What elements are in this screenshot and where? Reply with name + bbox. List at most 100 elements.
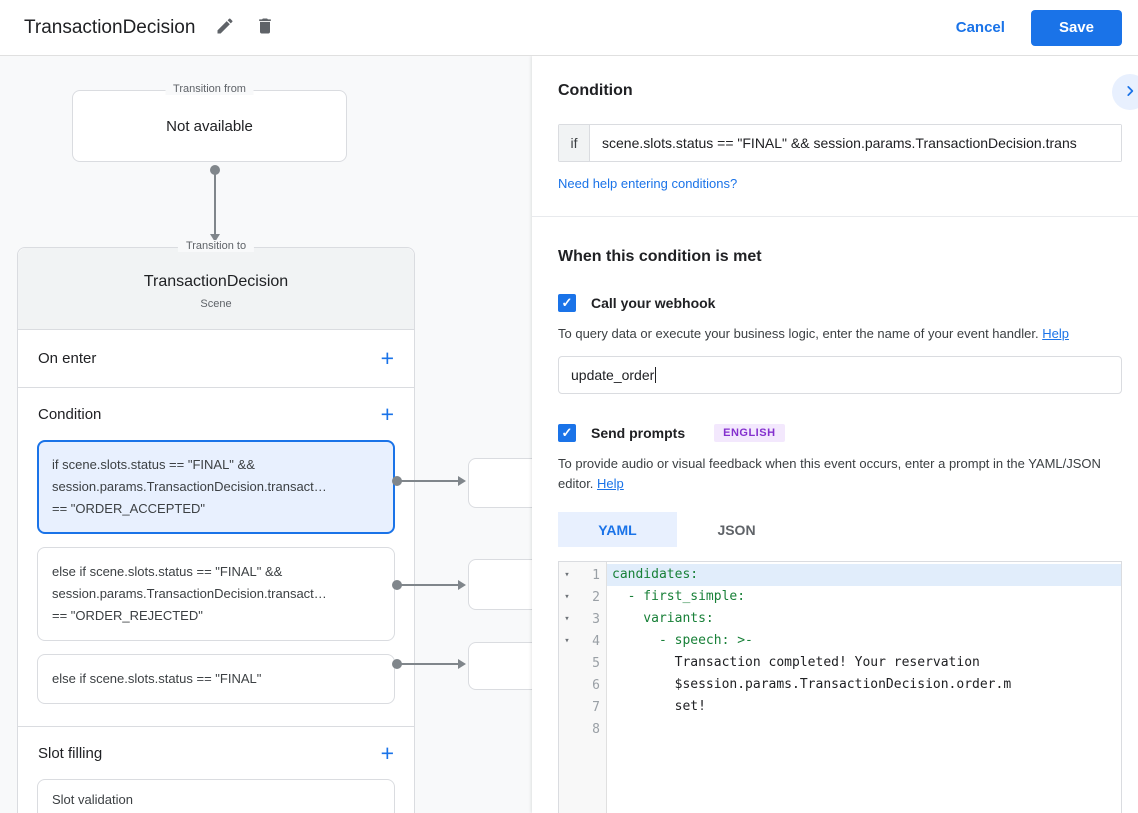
save-button[interactable]: Save <box>1030 9 1122 46</box>
code-line[interactable]: Transaction completed! Your reservation <box>612 655 980 670</box>
pencil-icon <box>215 16 235 39</box>
on-enter-label: On enter <box>38 350 97 367</box>
line-number: 2 <box>592 589 600 605</box>
event-handler-value: update_order <box>571 367 655 383</box>
transition-target-box-2[interactable] <box>468 559 532 610</box>
chevron-right-icon <box>1123 84 1137 101</box>
scene-type: Scene <box>200 298 232 310</box>
check-icon: ✓ <box>561 425 573 440</box>
fold-toggle-icon[interactable]: ▾ <box>564 591 570 602</box>
section-divider <box>18 726 414 727</box>
transition-target-box-1[interactable] <box>468 458 532 508</box>
on-enter-row: On enter + <box>18 330 414 388</box>
cancel-button[interactable]: Cancel <box>955 19 1005 36</box>
condition-cards: if scene.slots.status == "FINAL" && sess… <box>18 440 414 704</box>
webhook-help-link[interactable]: Help <box>1042 326 1069 341</box>
prompts-label: Send prompts <box>591 425 686 441</box>
panel-heading: Condition <box>558 82 633 99</box>
editor-code-area[interactable]: candidates: - first_simple: variants: - … <box>607 562 1121 813</box>
prompts-checkbox-row: ✓ Send prompts ENGLISH <box>558 424 1122 442</box>
code-line[interactable] <box>607 718 1121 740</box>
editor-gutter: ▾1 ▾2 ▾3 ▾4 5 6 7 8 <box>559 562 607 813</box>
condition-expression-input[interactable] <box>590 125 1121 161</box>
condition-card-1-line: == "ORDER_ACCEPTED" <box>52 501 205 516</box>
prompts-help-link[interactable]: Help <box>597 476 624 491</box>
code-line[interactable]: set! <box>612 699 706 714</box>
delete-button[interactable] <box>249 10 281 45</box>
webhook-description: To query data or execute your business l… <box>558 324 1118 344</box>
webhook-checkbox[interactable]: ✓ <box>558 294 576 312</box>
connector-dot <box>392 476 402 486</box>
prompts-description: To provide audio or visual feedback when… <box>558 454 1118 494</box>
scene-card-header[interactable]: TransactionDecision Scene <box>18 248 414 330</box>
transition-from-content: Not available <box>166 117 253 135</box>
arrow-right-icon <box>458 659 466 669</box>
connector-line <box>400 663 458 665</box>
arrow-right-icon <box>458 476 466 486</box>
condition-card-1-line: session.params.TransactionDecision.trans… <box>52 479 327 494</box>
add-on-enter-button[interactable]: + <box>380 345 394 371</box>
transition-from-box: Transition from Not available <box>72 83 347 162</box>
connector-dot <box>392 580 402 590</box>
line-number: 5 <box>592 655 600 671</box>
code-line[interactable]: - speech: >- <box>612 633 753 648</box>
line-number: 6 <box>592 677 600 693</box>
condition-card-2-line: else if scene.slots.status == "FINAL" && <box>52 564 283 579</box>
tab-json[interactable]: JSON <box>677 512 796 547</box>
line-number: 3 <box>592 611 600 627</box>
connector-line <box>400 480 458 482</box>
connector-dot <box>392 659 402 669</box>
condition-detail-panel: Condition if Need help entering conditio… <box>532 56 1138 813</box>
edit-button[interactable] <box>209 10 241 45</box>
scene-name: TransactionDecision <box>143 273 289 290</box>
scene-card: Transition to TransactionDecision Scene … <box>17 240 415 813</box>
condition-card-2[interactable]: else if scene.slots.status == "FINAL" &&… <box>37 547 395 641</box>
title-actions <box>209 10 281 45</box>
connector-line <box>214 170 216 234</box>
slot-filling-label: Slot filling <box>38 744 103 762</box>
prompts-checkbox[interactable]: ✓ <box>558 424 576 442</box>
line-number: 4 <box>592 633 600 649</box>
code-line[interactable]: - first_simple: <box>612 589 746 604</box>
transition-target-box-3[interactable] <box>468 642 532 690</box>
add-condition-button[interactable]: + <box>380 400 394 427</box>
code-line[interactable]: candidates: <box>607 564 1121 586</box>
condition-met-heading: When this condition is met <box>558 248 762 265</box>
condition-card-2-line: session.params.TransactionDecision.trans… <box>52 586 327 601</box>
topbar-actions: Cancel Save <box>955 9 1122 46</box>
fold-toggle-icon[interactable]: ▾ <box>564 613 570 624</box>
condition-card-1[interactable]: if scene.slots.status == "FINAL" && sess… <box>37 440 395 534</box>
condition-section-label: Condition <box>38 405 102 423</box>
line-number: 8 <box>592 721 600 737</box>
check-icon: ✓ <box>561 295 573 310</box>
top-bar: TransactionDecision Cancel Save <box>0 0 1138 56</box>
condition-help-link[interactable]: Need help entering conditions? <box>558 176 738 191</box>
condition-expression-row: if <box>558 124 1122 162</box>
code-line[interactable]: $session.params.TransactionDecision.orde… <box>612 677 1012 692</box>
trash-icon <box>255 16 275 39</box>
condition-card-3[interactable]: else if scene.slots.status == "FINAL" <box>37 654 395 704</box>
condition-card-3-line: else if scene.slots.status == "FINAL" <box>52 671 262 686</box>
prompts-description-text: To provide audio or visual feedback when… <box>558 456 1101 491</box>
fold-toggle-icon[interactable]: ▾ <box>564 635 570 646</box>
code-line[interactable]: variants: <box>612 611 714 626</box>
slot-validation-card[interactable]: Slot validation <box>37 779 395 813</box>
slot-filling-row: Slot filling + <box>18 727 414 779</box>
webhook-label: Call your webhook <box>591 295 716 311</box>
page-title: TransactionDecision <box>24 16 196 38</box>
connector-line <box>400 584 458 586</box>
yaml-editor[interactable]: ▾1 ▾2 ▾3 ▾4 5 6 7 8 candidates: - first_… <box>558 561 1122 813</box>
tab-yaml[interactable]: YAML <box>558 512 677 547</box>
scene-flow-canvas: Transition from Not available Transition… <box>0 56 532 813</box>
panel-divider <box>532 216 1138 217</box>
transition-from-label: Transition from <box>165 83 254 95</box>
event-handler-input[interactable]: update_order <box>558 356 1122 394</box>
collapse-panel-button[interactable] <box>1112 74 1138 110</box>
webhook-description-text: To query data or execute your business l… <box>558 326 1039 341</box>
language-badge: ENGLISH <box>714 424 785 442</box>
fold-toggle-icon[interactable]: ▾ <box>564 569 570 580</box>
arrow-down-icon <box>210 234 220 242</box>
webhook-checkbox-row: ✓ Call your webhook <box>558 294 1122 312</box>
add-slot-button[interactable]: + <box>380 739 394 766</box>
transition-to-label: Transition to <box>177 240 255 252</box>
